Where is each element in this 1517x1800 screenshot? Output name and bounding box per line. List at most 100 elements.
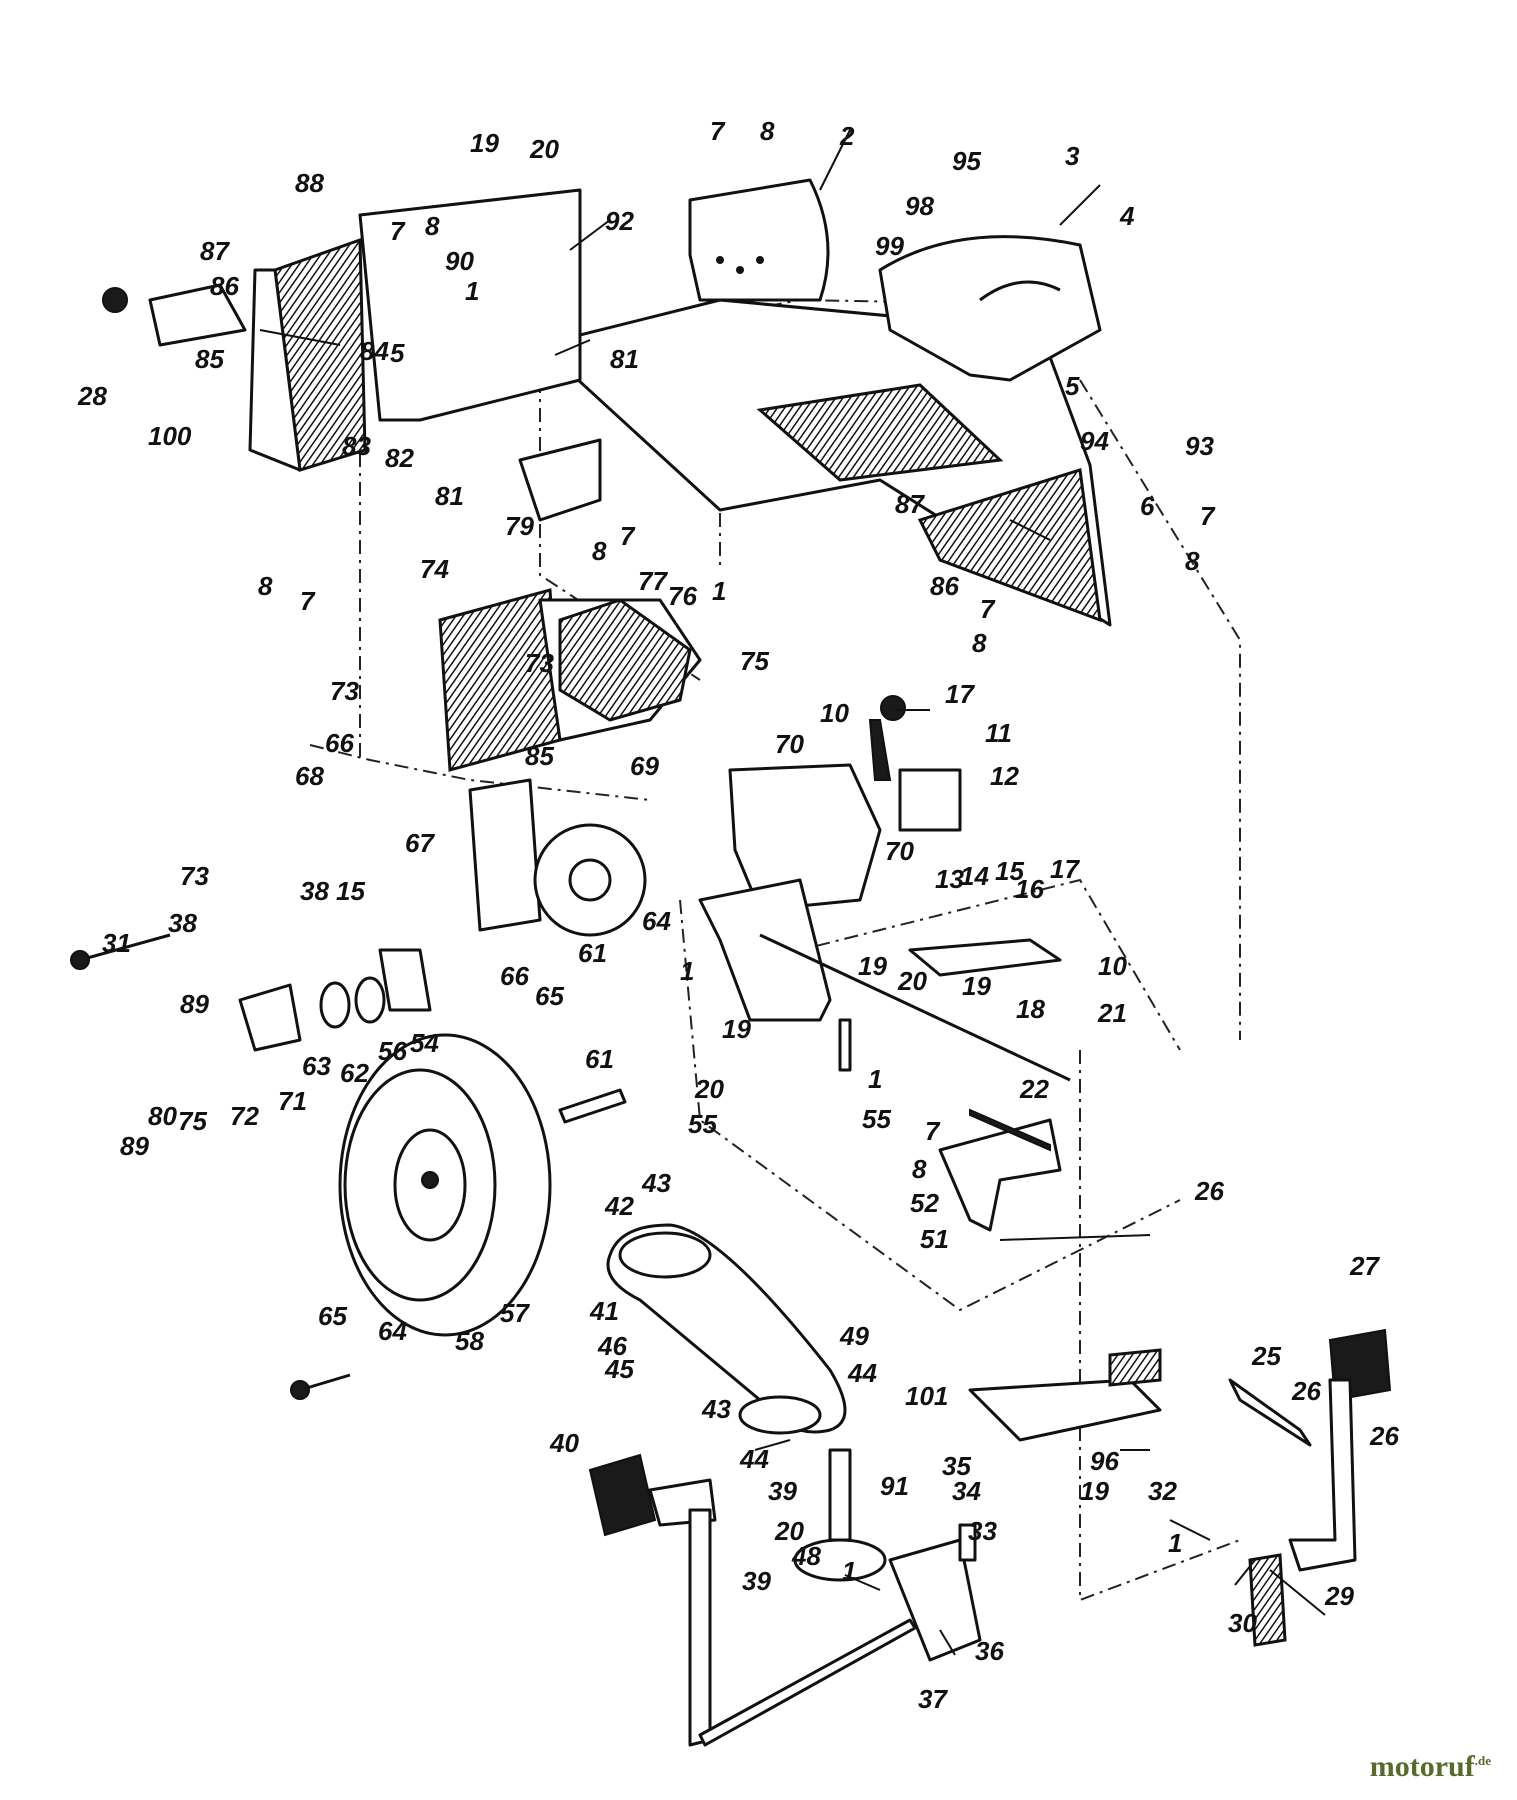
- callout-101: 99: [875, 231, 904, 261]
- callout-92: 90: [445, 246, 474, 276]
- callout-18: 18: [1016, 994, 1045, 1024]
- clutch-pedal-assembly: [1228, 1328, 1392, 1647]
- transaxle-mount: [698, 878, 832, 1022]
- callout-17: 17: [1050, 854, 1080, 884]
- callout-96: 94: [1080, 426, 1109, 456]
- callout-23: 22: [1019, 1074, 1049, 1104]
- callout-63: 63: [302, 1051, 331, 1081]
- callout-48: 43: [641, 1168, 671, 1198]
- callout-7b: 7: [390, 216, 406, 246]
- motoruf-watermark: motoruf.de: [1370, 1750, 1491, 1784]
- callout-78: 76: [668, 581, 697, 611]
- hub-parts: [238, 948, 432, 1052]
- callout-91: 89: [180, 989, 209, 1019]
- callout-70a: 70: [775, 729, 804, 759]
- callout-88b: 87: [895, 489, 925, 519]
- callout-38b: 38: [168, 908, 197, 938]
- callout-80: 79: [505, 511, 534, 541]
- callout-7e: 7: [300, 586, 316, 616]
- callout-75: 74: [420, 554, 449, 584]
- callout-34: 34: [952, 1476, 981, 1506]
- callout-26b: 26: [1291, 1376, 1321, 1406]
- callout-35: 35: [942, 1451, 971, 1481]
- grille-assembly: [148, 188, 582, 472]
- callout-74: 73: [330, 676, 359, 706]
- callout-61a: 61: [578, 938, 607, 968]
- callout-72: 72: [230, 1101, 259, 1131]
- callout-102: 100: [148, 421, 192, 451]
- callout-100: 98: [905, 191, 934, 221]
- callout-20c: 19: [722, 1014, 751, 1044]
- callout-94: 92: [605, 206, 634, 236]
- callout-86b: 85: [525, 741, 554, 771]
- callout-5a: 5: [390, 338, 405, 368]
- frame-panel: [538, 298, 1112, 627]
- callout-73a: 73: [525, 648, 554, 678]
- callout-87a: 86: [210, 271, 239, 301]
- transaxle: [728, 695, 962, 912]
- callout-83: 82: [385, 443, 414, 473]
- callout-19: 19: [962, 971, 991, 1001]
- callout-36: 36: [975, 1636, 1004, 1666]
- callout-20a: 19: [470, 128, 499, 158]
- shifter-linkage: [908, 938, 1062, 977]
- callout-2: 2: [839, 121, 855, 151]
- callout-22: 21: [1097, 998, 1127, 1028]
- callout-12: 12: [990, 761, 1019, 791]
- callout-66a: 66: [325, 728, 354, 758]
- callout-57: 57: [500, 1298, 530, 1328]
- brake-bracket: [968, 1348, 1162, 1442]
- callout-95: 93: [1185, 431, 1214, 461]
- callout-4: 4: [1119, 201, 1135, 231]
- callout-90: 89: [120, 1131, 149, 1161]
- callout-43: 43: [701, 1394, 731, 1424]
- callout-1c: 1: [680, 956, 694, 986]
- callout-46: 41: [589, 1296, 619, 1326]
- callout-8d: 8: [972, 628, 987, 658]
- callout-73b: 73: [180, 861, 209, 891]
- hardware-bolts: [70, 287, 977, 1562]
- callout-14: 14: [960, 861, 989, 891]
- callout-55a: 55: [688, 1109, 717, 1139]
- axle-rod: [558, 1088, 627, 1124]
- callout-8e: 8: [258, 571, 273, 601]
- callout-77: 75: [178, 1106, 207, 1136]
- callout-44: 45: [604, 1354, 634, 1384]
- brake-pedal-assembly: [588, 1453, 982, 1747]
- callout-15a: 15: [336, 876, 365, 906]
- callout-20d: 19: [1080, 1476, 1109, 1506]
- callout-8g: 8: [912, 1154, 927, 1184]
- callout-33: 33: [968, 1516, 997, 1546]
- callout-62: 62: [340, 1058, 369, 1088]
- callout-68: 68: [295, 761, 324, 791]
- idler-bracket: [938, 1108, 1062, 1232]
- callout-47: 42: [604, 1191, 634, 1221]
- callout-42a: 44: [847, 1358, 877, 1388]
- callout-15b: 15: [995, 856, 1024, 886]
- callout-20b: 19: [858, 951, 887, 981]
- callout-64: 64: [642, 906, 671, 936]
- callout-66b: 66: [500, 961, 529, 991]
- callout-88a: 87: [200, 236, 230, 266]
- callout-55b: 55: [862, 1104, 891, 1134]
- callout-70b: 70: [885, 836, 914, 866]
- callout-52: 52: [910, 1188, 939, 1218]
- callout-7g: 7: [925, 1116, 941, 1146]
- callout-65: 65: [535, 981, 564, 1011]
- callout-1b: 1: [712, 576, 726, 606]
- control-rod: [759, 933, 1071, 1082]
- callout-60: 65: [318, 1301, 347, 1331]
- callout-79: 77: [638, 566, 668, 596]
- callout-8a: 8: [760, 116, 775, 146]
- callout-103: 101: [905, 1381, 948, 1411]
- callout-98: 96: [1090, 1446, 1119, 1476]
- callout-7d: 7: [980, 594, 996, 624]
- callout-8b: 8: [425, 211, 440, 241]
- callout-8c: 8: [1185, 546, 1200, 576]
- callout-56: 56: [378, 1036, 407, 1066]
- callout-26c: 26: [1369, 1421, 1399, 1451]
- callout-82a: 81: [610, 344, 639, 374]
- callout-7a: 7: [710, 116, 726, 146]
- callout-42b: 44: [739, 1444, 769, 1474]
